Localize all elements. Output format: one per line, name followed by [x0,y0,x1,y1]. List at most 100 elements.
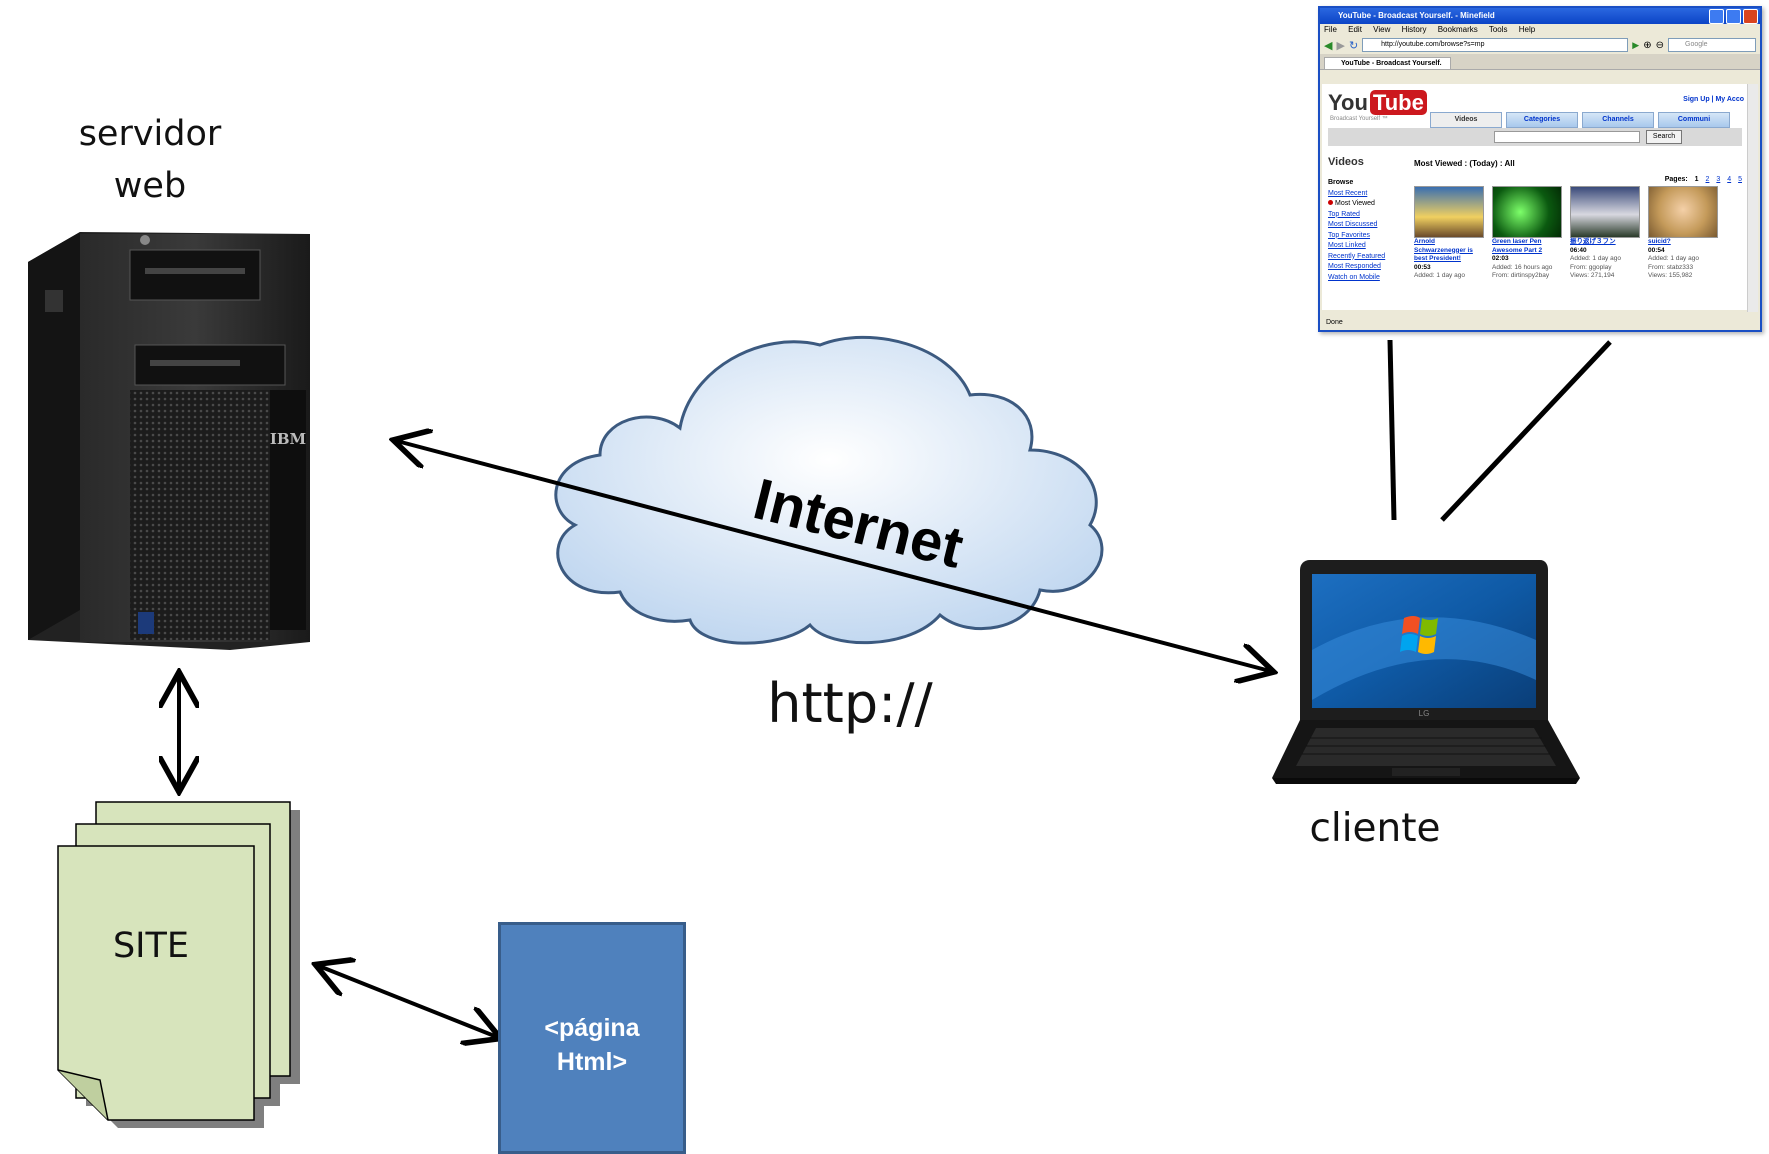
video-duration: 00:53 [1414,263,1431,271]
server-label-line1: servidor [78,114,222,154]
video-title[interactable]: Green laser Pen Awesome Part 2 [1492,238,1543,254]
browse-item[interactable]: Most Viewed [1328,199,1385,210]
page-3[interactable]: 3 [1716,176,1721,183]
server-label: servidor web [60,108,240,212]
html-page-box: <página Html> [498,922,686,1154]
video-title[interactable]: 振り返げ３フン [1570,238,1616,245]
most-viewed-heading: Most Viewed : (Today) : All [1414,159,1515,168]
video-author: From: ggoplay [1570,263,1612,271]
menu-bar: File Edit View History Bookmarks Tools H… [1320,24,1760,36]
close-button[interactable] [1743,9,1758,24]
laptop-client: LG [1272,560,1580,784]
menu-edit[interactable]: Edit [1348,25,1362,34]
browse-item[interactable]: Watch on Mobile [1328,273,1380,281]
menu-file[interactable]: File [1324,25,1337,34]
html-page-label-line2: Html> [556,1048,628,1076]
browse-item[interactable]: Most Responded [1328,263,1381,270]
video-card[interactable]: 振り返げ３フン 06:40 Added: 1 day ago From: ggo… [1570,186,1640,281]
browse-item[interactable]: Most Discussed [1328,221,1378,228]
tab-channels[interactable]: Channels [1582,112,1654,128]
tab-categories[interactable]: Categories [1506,112,1578,128]
browse-sidebar: Browse Most Recent Most Viewed Top Rated… [1328,178,1385,283]
site-html-arrow [319,966,497,1037]
youtube-search-button[interactable]: Search [1646,130,1682,144]
reload-icon[interactable]: ↻ [1348,39,1359,52]
video-duration: 02:03 [1492,255,1509,262]
tab-videos[interactable]: Videos [1430,112,1502,128]
video-grid: Arnold Schwarzenegger is best President!… [1414,186,1718,281]
screen-callout-line-left [1387,339,1397,521]
menu-view[interactable]: View [1373,25,1391,34]
browse-item[interactable]: Most Linked [1328,242,1366,249]
page-5[interactable]: 5 [1738,176,1742,183]
browse-item[interactable]: Top Favorites [1328,231,1371,239]
windows-logo [1400,616,1438,654]
status-bar: Done [1322,318,1748,328]
video-card[interactable]: Green laser Pen Awesome Part 2 02:03 Add… [1492,186,1562,281]
menu-bookmarks[interactable]: Bookmarks [1437,25,1478,34]
videos-heading: Videos [1328,156,1364,168]
video-meta: Added: 1 day ago [1414,272,1465,279]
video-thumbnail[interactable] [1648,186,1718,238]
page-2[interactable]: 2 [1705,176,1710,183]
page-4[interactable]: 4 [1727,176,1732,183]
video-author: From: stabz333 [1648,263,1694,271]
pagination: Pages: 1 2 3 4 5 [1664,176,1742,183]
minimize-button[interactable] [1709,9,1724,24]
youtube-search-bar: Search [1328,128,1742,146]
nav-toolbar: ◀ ▶ ↻ http://youtube.com/browse?s=mp ▶ ⊕… [1320,36,1760,54]
video-thumbnail[interactable] [1414,186,1484,238]
menu-history[interactable]: History [1401,25,1427,34]
browse-item[interactable]: Top Rated [1328,210,1360,218]
vertical-scrollbar[interactable] [1747,84,1758,312]
menu-tools[interactable]: Tools [1488,25,1508,34]
browser-titlebar: YouTube - Broadcast Yourself. - Minefiel… [1320,8,1760,24]
browser-title: YouTube - Broadcast Yourself. - Minefiel… [1338,11,1495,20]
video-meta: Added: 16 hours ago [1492,263,1553,271]
html-page-label-line1: <página [544,1014,640,1042]
menu-help[interactable]: Help [1518,25,1536,34]
go-icon[interactable]: ▶ [1632,39,1640,50]
signup-links[interactable]: Sign Up | My Acco [1683,96,1744,103]
tab-community[interactable]: Communi [1658,112,1730,128]
video-author: From: dirtinspy2bay [1492,272,1550,279]
video-duration: 06:40 [1570,246,1587,254]
protocol-label: http:// [767,672,933,735]
youtube-tagline: Broadcast Yourself ™ [1330,116,1388,122]
search-field[interactable]: Google [1668,38,1756,52]
screen-callout-line-right [1440,340,1612,522]
tab-youtube[interactable]: YouTube - Broadcast Yourself. [1324,57,1451,69]
video-thumbnail[interactable] [1492,186,1562,238]
browse-title: Browse [1328,179,1354,186]
video-views: Views: 155,982 [1648,272,1693,279]
browse-item[interactable]: Recently Featured [1328,252,1386,260]
forward-icon[interactable]: ▶ [1336,39,1345,52]
page-1[interactable]: 1 [1694,176,1699,183]
back-icon[interactable]: ◀ [1324,39,1333,52]
video-duration: 00:54 [1648,246,1665,254]
zoom-in-icon[interactable]: ⊕ [1643,39,1652,51]
tab-bar: YouTube - Broadcast Yourself. [1320,54,1760,70]
http-arrow [397,441,1270,671]
youtube-search-input[interactable] [1494,131,1640,143]
video-views: Views: 271,194 [1570,272,1615,279]
browse-item[interactable]: Most Recent [1328,189,1368,197]
server-label-line2: web [113,166,187,206]
video-meta: Added: 1 day ago [1570,255,1621,262]
ibm-logo: IBM [270,430,306,448]
video-title[interactable]: Arnold Schwarzenegger is best President! [1414,238,1473,262]
youtube-nav: Videos Categories Channels Communi [1430,112,1730,128]
maximize-button[interactable] [1726,9,1741,24]
video-thumbnail[interactable] [1570,186,1640,238]
url-bar[interactable]: http://youtube.com/browse?s=mp [1362,38,1629,52]
video-title[interactable]: suicid? [1648,238,1671,245]
video-card[interactable]: suicid? 00:54 Added: 1 day ago From: sta… [1648,186,1718,281]
zoom-out-icon[interactable]: ⊖ [1655,39,1664,51]
video-meta: Added: 1 day ago [1648,255,1699,262]
video-card[interactable]: Arnold Schwarzenegger is best President!… [1414,186,1484,281]
client-label: cliente [1309,806,1441,851]
server-tower: IBM [28,232,310,650]
